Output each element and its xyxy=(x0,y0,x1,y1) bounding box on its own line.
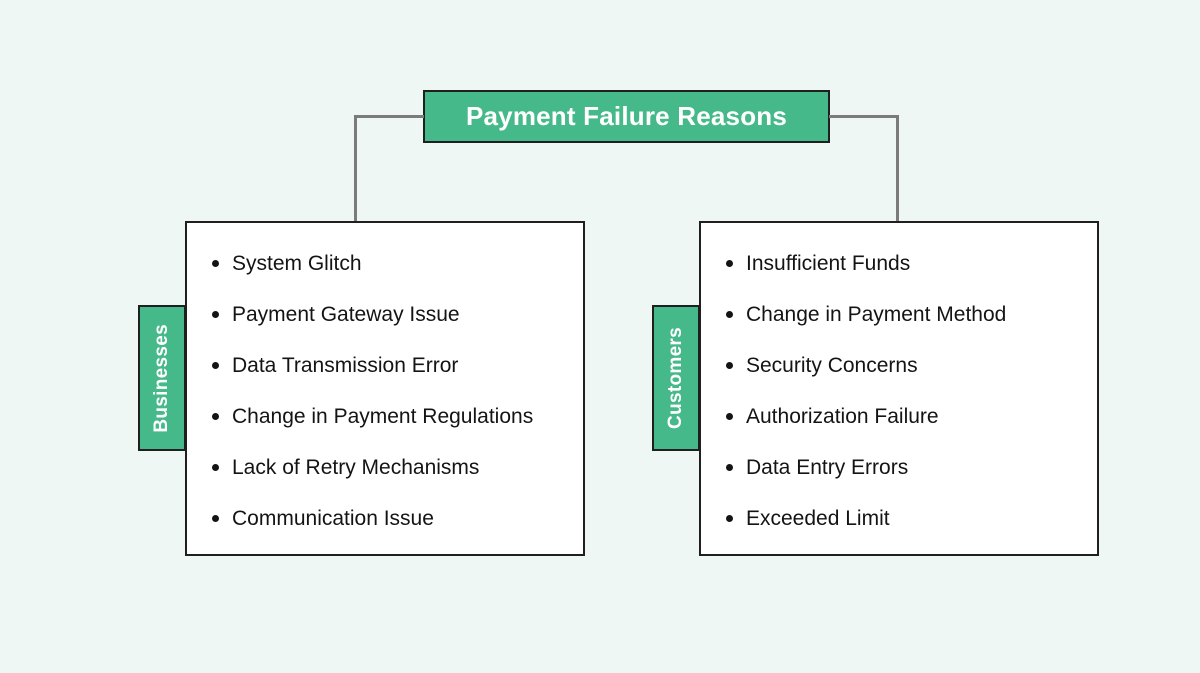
list-item: Authorization Failure xyxy=(701,406,1097,427)
list-item: System Glitch xyxy=(187,253,583,274)
list-item: Communication Issue xyxy=(187,508,583,529)
branch-tab-label: Businesses xyxy=(151,323,172,433)
list-item: Exceeded Limit xyxy=(701,508,1097,529)
branch-tab-businesses: Businesses xyxy=(138,305,186,451)
branch-tab-customers: Customers xyxy=(652,305,700,451)
connector-left-horizontal xyxy=(354,115,424,118)
branch-list-customers: Insufficient Funds Change in Payment Met… xyxy=(701,223,1097,529)
list-item: Insufficient Funds xyxy=(701,253,1097,274)
connector-left-vertical xyxy=(354,115,357,221)
root-node-label: Payment Failure Reasons xyxy=(465,101,788,131)
branch-panel-customers: Insufficient Funds Change in Payment Met… xyxy=(699,221,1099,556)
list-item: Payment Gateway Issue xyxy=(187,304,583,325)
list-item: Lack of Retry Mechanisms xyxy=(187,457,583,478)
root-node: Payment Failure Reasons xyxy=(423,90,830,143)
list-item: Security Concerns xyxy=(701,355,1097,376)
list-item: Change in Payment Regulations xyxy=(187,406,583,427)
connector-right-horizontal xyxy=(829,115,899,118)
branch-list-businesses: System Glitch Payment Gateway Issue Data… xyxy=(187,223,583,529)
branch-panel-businesses: System Glitch Payment Gateway Issue Data… xyxy=(185,221,585,556)
list-item: Data Transmission Error xyxy=(187,355,583,376)
connector-right-vertical xyxy=(896,115,899,221)
branch-tab-label: Customers xyxy=(665,327,686,429)
list-item: Data Entry Errors xyxy=(701,457,1097,478)
list-item: Change in Payment Method xyxy=(701,304,1097,325)
